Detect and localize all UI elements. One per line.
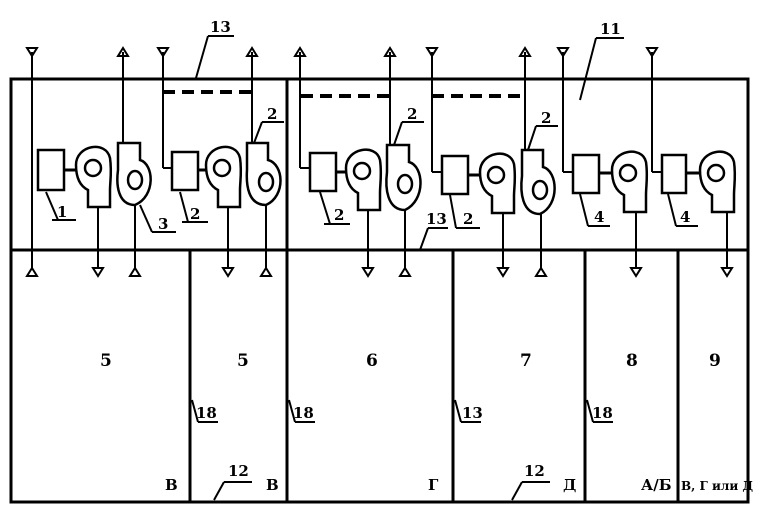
bottom-label: 12	[524, 462, 545, 480]
unit-label: 2	[463, 210, 473, 228]
fan-unit	[116, 141, 152, 207]
unit-label: 4	[680, 208, 690, 226]
room-number: 7	[520, 351, 532, 371]
room-category: Д	[563, 476, 576, 494]
building-outline	[9, 77, 750, 504]
unit-label: 4	[594, 208, 604, 226]
unit-label: 3	[158, 215, 168, 233]
room-category: В	[266, 476, 279, 494]
room-category: В	[165, 476, 178, 494]
room-number: 8	[626, 351, 638, 371]
unit-label: 1	[57, 203, 67, 221]
room-number: 6	[366, 351, 378, 371]
callout-13-mid: 13	[426, 210, 447, 228]
room-number: 5	[100, 351, 112, 371]
fan-unit	[520, 148, 556, 216]
motor-fan-unit	[308, 148, 383, 212]
motor-fan-unit	[170, 145, 243, 209]
fan-unit	[245, 141, 282, 207]
unit-label: 2	[334, 206, 344, 224]
motor-fan-unit	[440, 152, 517, 215]
duct-risers	[25, 46, 662, 277]
unit-label: 2	[190, 205, 200, 223]
bottom-label: 12	[228, 462, 249, 480]
wall-label: 18	[196, 404, 217, 422]
down-ducts	[91, 205, 734, 278]
room-number: 9	[709, 351, 721, 371]
room-category: В, Г или Д	[681, 479, 753, 493]
wall-label: 18	[293, 404, 314, 422]
wall-label: 18	[592, 404, 613, 422]
unit-label: 2	[267, 105, 277, 123]
room-category: Г	[428, 476, 439, 494]
motor-fan-unit	[36, 145, 113, 209]
fan-unit	[385, 143, 422, 212]
motor-fan-unit	[571, 150, 649, 214]
room-number: 5	[237, 351, 249, 371]
motor-fan-unit	[660, 150, 737, 214]
unit-label: 2	[541, 109, 551, 127]
callout-11: 11	[600, 20, 621, 38]
callout-13-top: 13	[210, 18, 231, 36]
unit-label: 2	[407, 105, 417, 123]
leader-lines	[45, 35, 698, 501]
wall-label: 13	[462, 404, 483, 422]
room-category: А/Б	[641, 476, 672, 494]
